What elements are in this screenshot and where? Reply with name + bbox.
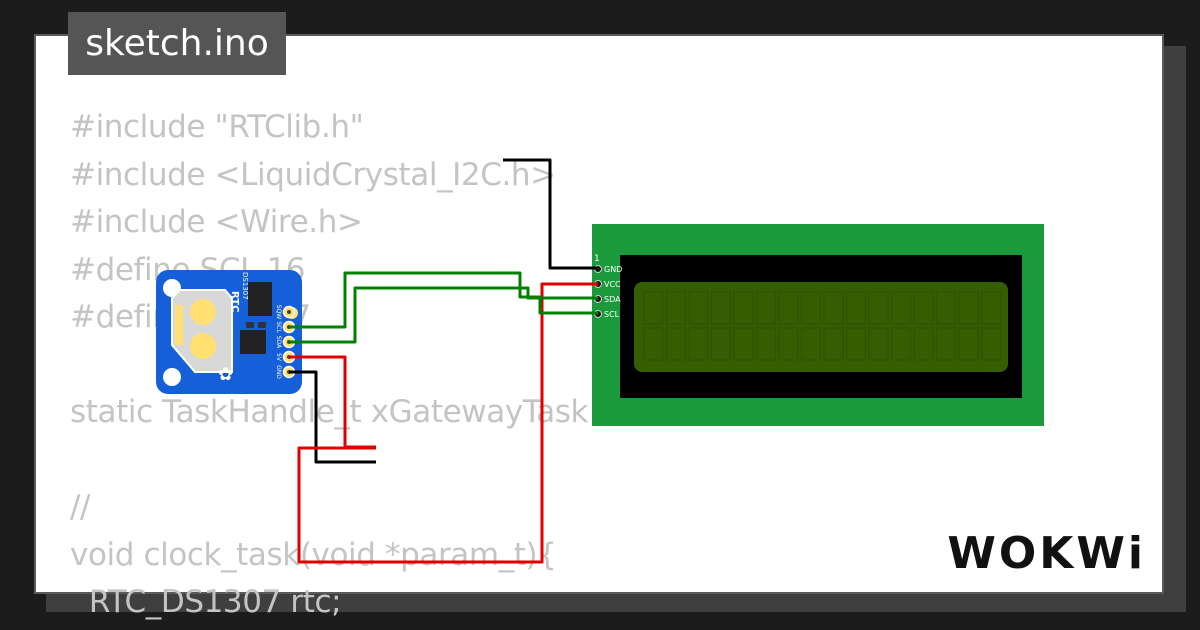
code-line: // (70, 489, 91, 525)
wokwi-logo: WOKWi (947, 528, 1146, 579)
rtc-label: RTC (229, 291, 240, 312)
ds1307-chip (248, 282, 272, 316)
lcd-display[interactable]: 1 GND VCC SDA SCL (592, 224, 1044, 426)
code-line: #include <LiquidCrystal_I2C.h> (70, 156, 556, 193)
sketch-filename: sketch.ino (68, 12, 286, 75)
lcd-char-grid (643, 291, 1001, 361)
battery-contact (190, 333, 216, 359)
rtc-pin-label: GND (275, 365, 282, 379)
battery-contact (190, 299, 216, 325)
rtc-pin-hole (287, 310, 291, 314)
crystal-chip (240, 330, 266, 354)
wire-gnd-rtc[interactable] (289, 370, 376, 464)
wire-scl[interactable] (289, 271, 598, 329)
wire-vcc-lcd[interactable] (297, 282, 598, 564)
code-line: #include <Wire.h> (70, 204, 363, 240)
lcd-pin1-marker: 1 (594, 254, 600, 264)
battery-edge (175, 305, 183, 345)
mounting-hole (163, 368, 181, 386)
wires (289, 158, 598, 564)
wire-sda[interactable] (289, 286, 598, 344)
smd-part (246, 322, 254, 328)
wire-gnd-lcd[interactable] (503, 158, 598, 270)
rtc-chip-label: DS1307 (241, 272, 249, 300)
lcd-pin-label: GND (604, 265, 622, 274)
adafruit-flower-icon: ✿ (218, 364, 233, 384)
rtc-pin-label: 5V (275, 353, 282, 362)
rtc-pin-label: SQW (275, 305, 282, 320)
smd-part (258, 322, 266, 328)
code-line: void clock_task(void *param_t){ (70, 536, 557, 573)
code-line: #include "RTClib.h" (70, 109, 364, 145)
battery-holder (171, 289, 233, 373)
rtc-pin-label: SDA (275, 336, 282, 349)
code-line: RTC_DS1307 rtc; (70, 584, 342, 620)
lcd-pin-label: SDA (604, 295, 621, 304)
lcd-pin-label: SCL (604, 310, 620, 319)
rtc-pin-label: SCL (275, 321, 282, 333)
lcd-pin-label: VCC (604, 280, 621, 289)
